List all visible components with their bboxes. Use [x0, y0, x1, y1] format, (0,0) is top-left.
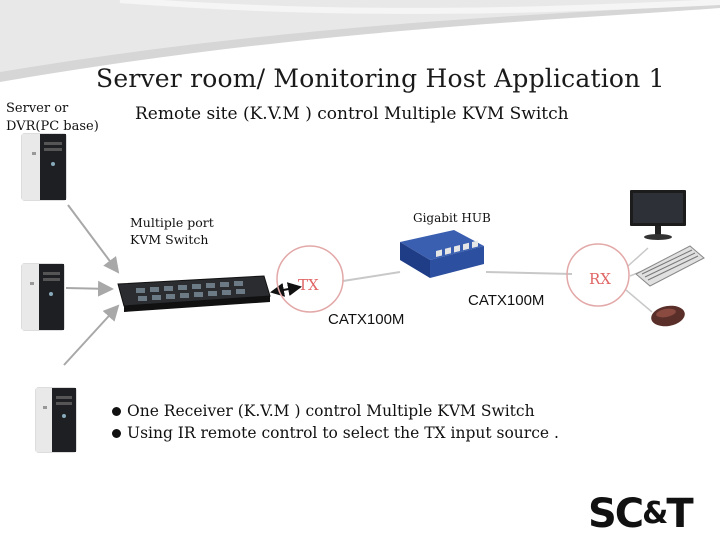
mouse-icon — [651, 305, 685, 327]
tx-label: TX — [298, 276, 319, 294]
bullet-item: Using IR remote control to select the TX… — [112, 422, 559, 444]
tx-circle — [276, 245, 344, 313]
sct-logo: SC&T — [588, 491, 694, 538]
pc-tower-icon — [21, 133, 67, 201]
kvm-label-line1: Multiple port — [130, 215, 214, 230]
bullet-text: One Receiver (K.V.M ) control Multiple K… — [127, 402, 535, 420]
kvm-label: Multiple port KVM Switch — [130, 214, 214, 248]
bullet-list: One Receiver (K.V.M ) control Multiple K… — [112, 400, 559, 444]
cable-label-hub-rx: CATX100M — [468, 292, 545, 309]
page-subtitle: Remote site (K.V.M ) control Multiple KV… — [135, 104, 569, 124]
bullet-item: One Receiver (K.V.M ) control Multiple K… — [112, 400, 559, 422]
hub-label: Gigabit HUB — [413, 211, 491, 225]
pc-tower-icon — [21, 263, 65, 331]
server-label-line2: DVR(PC base) — [6, 119, 99, 134]
logo-part-t: T — [666, 491, 693, 537]
server-label: Server or DVR(PC base) — [6, 100, 99, 136]
bullet-text: Using IR remote control to select the TX… — [127, 424, 559, 442]
header-swoosh — [0, 0, 720, 82]
rx-label: RX — [589, 270, 611, 288]
logo-part-amp: & — [642, 496, 668, 531]
server-label-line1: Server or — [6, 101, 69, 116]
kvm-switch-icon — [117, 275, 271, 312]
bullet-dot-icon — [112, 428, 121, 438]
kvm-label-line2: KVM Switch — [130, 232, 209, 247]
logo-part-sc: SC — [588, 491, 644, 537]
pc-tower-icon — [35, 387, 77, 453]
keyboard-icon — [635, 245, 705, 287]
rx-circle — [566, 243, 630, 307]
monitor-icon — [630, 190, 686, 240]
cable-label-tx-hub: CATX100M — [328, 311, 405, 328]
page-title: Server room/ Monitoring Host Application… — [96, 64, 665, 93]
network-hub-icon — [400, 230, 484, 278]
bullet-dot-icon — [112, 406, 121, 416]
